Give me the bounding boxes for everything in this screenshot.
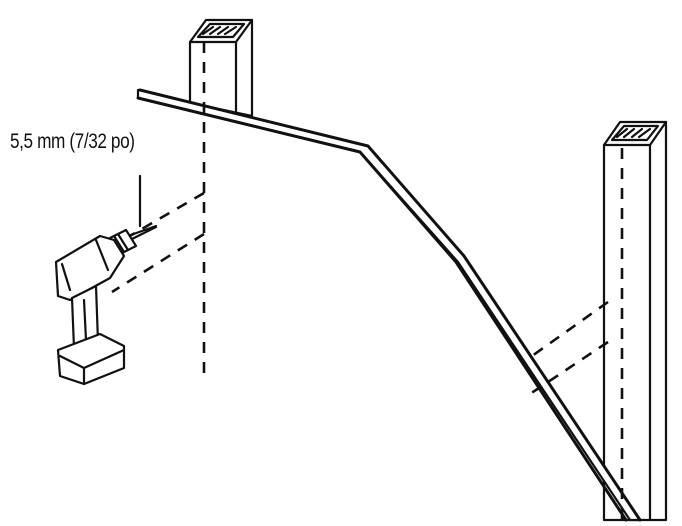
drill-bit-size-label: 5,5 mm (7/32 po) xyxy=(10,130,135,153)
shelf-bracket-icon xyxy=(136,88,642,522)
drill-guide-upper xyxy=(127,191,205,239)
left-stud-icon xyxy=(188,18,254,118)
right-guide-lower xyxy=(529,340,609,396)
right-guide-upper xyxy=(531,300,609,358)
drill-icon xyxy=(54,224,158,386)
right-stud-icon xyxy=(602,120,668,522)
drill-guide-lower xyxy=(111,232,205,294)
